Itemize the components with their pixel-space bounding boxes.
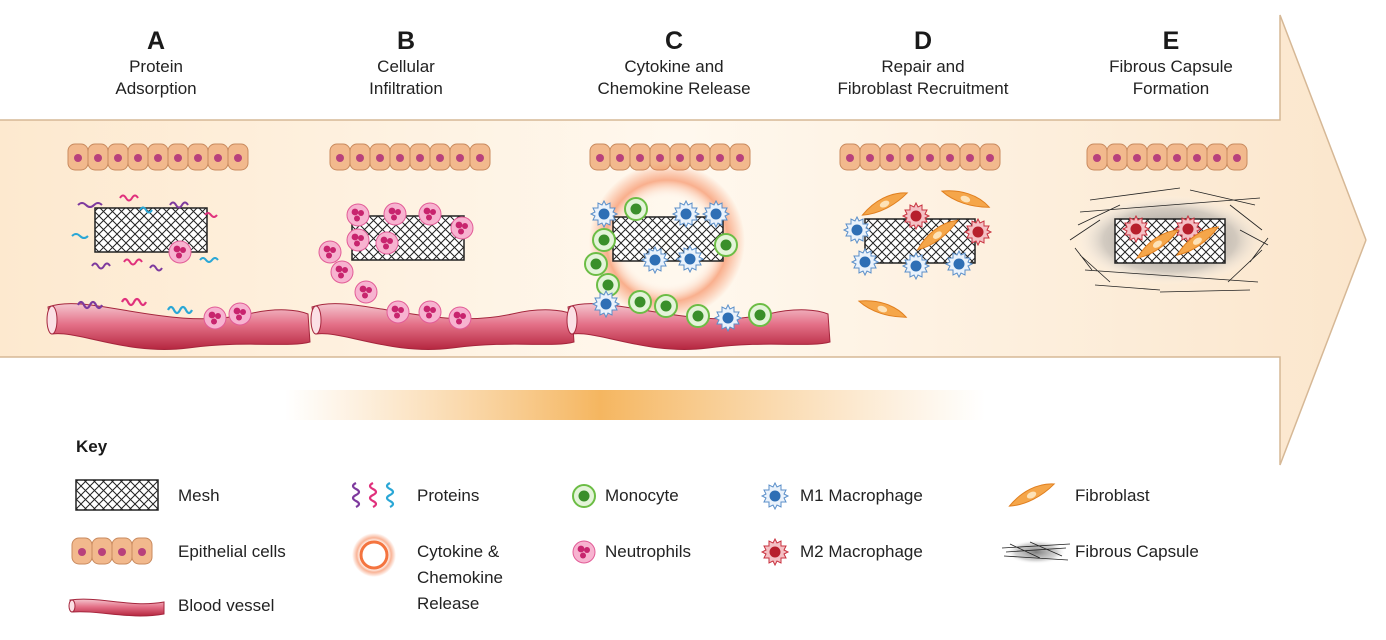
stage-e-title: Fibrous Capsule Formation	[1071, 56, 1271, 100]
fibroblast-icon	[1006, 482, 1058, 507]
blood-vessel-icon	[68, 598, 165, 617]
key-label-fibroblast: Fibroblast	[1075, 486, 1150, 505]
key-label-blood-vessel: Blood vessel	[178, 596, 275, 615]
vessel-proteins-a	[77, 297, 193, 315]
mesh-icon	[75, 479, 159, 511]
stage-a-header: A Protein Adsorption	[56, 26, 256, 100]
key-label-fibrous-capsule: Fibrous Capsule	[1075, 542, 1199, 561]
epithelial-cells-icon	[71, 537, 153, 565]
key-label-monocyte: Monocyte	[605, 486, 679, 505]
mesh-c	[612, 216, 724, 262]
stage-b-header: B Cellular Infiltration	[306, 26, 506, 100]
monocyte-icon	[572, 484, 596, 508]
cytokine-release-icon	[352, 533, 396, 577]
key-label-cytokine-release: Cytokine & Chemokine Release	[417, 542, 503, 613]
stage-a-title-text: Protein Adsorption	[115, 57, 197, 98]
key-label-m2-macrophage: M2 Macrophage	[800, 542, 923, 561]
fibrous-capsule-icon	[1001, 540, 1071, 564]
stage-b-title-text: Cellular Infiltration	[369, 57, 443, 98]
key-title: Key	[76, 437, 108, 456]
stage-e-letter: E	[1162, 27, 1180, 55]
m1-macrophage-icon	[761, 482, 789, 510]
stage-b-title: Cellular Infiltration	[306, 56, 506, 100]
proteins-icon	[351, 482, 395, 508]
m2-macrophage-icon	[761, 538, 789, 566]
mesh-b	[351, 215, 465, 261]
key-label-mesh: Mesh	[178, 486, 220, 505]
proteins-a	[71, 194, 219, 272]
key-label-epithelial-cells: Epithelial cells	[178, 542, 286, 561]
key-label-proteins: Proteins	[417, 486, 480, 505]
capsule-fibers-e	[1069, 187, 1269, 293]
stage-d-title-text: Repair and Fibroblast Recruitment	[837, 57, 1009, 98]
intensity-gradient-bar	[285, 390, 985, 420]
neutrophil-a	[168, 240, 192, 264]
arrow-outline-bottom	[0, 239, 1367, 466]
stage-b-letter: B	[396, 27, 416, 55]
arrow-outline-top	[0, 14, 1367, 241]
stage-d-header: D Repair and Fibroblast Recruitment	[823, 26, 1023, 100]
stage-c-header: C Cytokine and Chemokine Release	[574, 26, 774, 100]
neutrophil-icon	[572, 540, 596, 564]
epithelial-row-a	[67, 143, 249, 171]
key-label-neutrophils: Neutrophils	[605, 542, 691, 561]
stage-c-letter: C	[664, 27, 684, 55]
stage-c-title: Cytokine and Chemokine Release	[574, 56, 774, 100]
stage-e-header: E Fibrous Capsule Formation	[1071, 26, 1271, 100]
stage-e-title-text: Fibrous Capsule Formation	[1109, 57, 1233, 98]
stage-a-letter: A	[146, 27, 166, 55]
mesh-a	[94, 207, 208, 253]
stage-c-title-text: Cytokine and Chemokine Release	[597, 57, 751, 98]
stage-a-title: Protein Adsorption	[56, 56, 256, 100]
stage-d-title: Repair and Fibroblast Recruitment	[823, 56, 1023, 100]
stage-d-letter: D	[913, 27, 933, 55]
key-label-m1-macrophage: M1 Macrophage	[800, 486, 923, 505]
